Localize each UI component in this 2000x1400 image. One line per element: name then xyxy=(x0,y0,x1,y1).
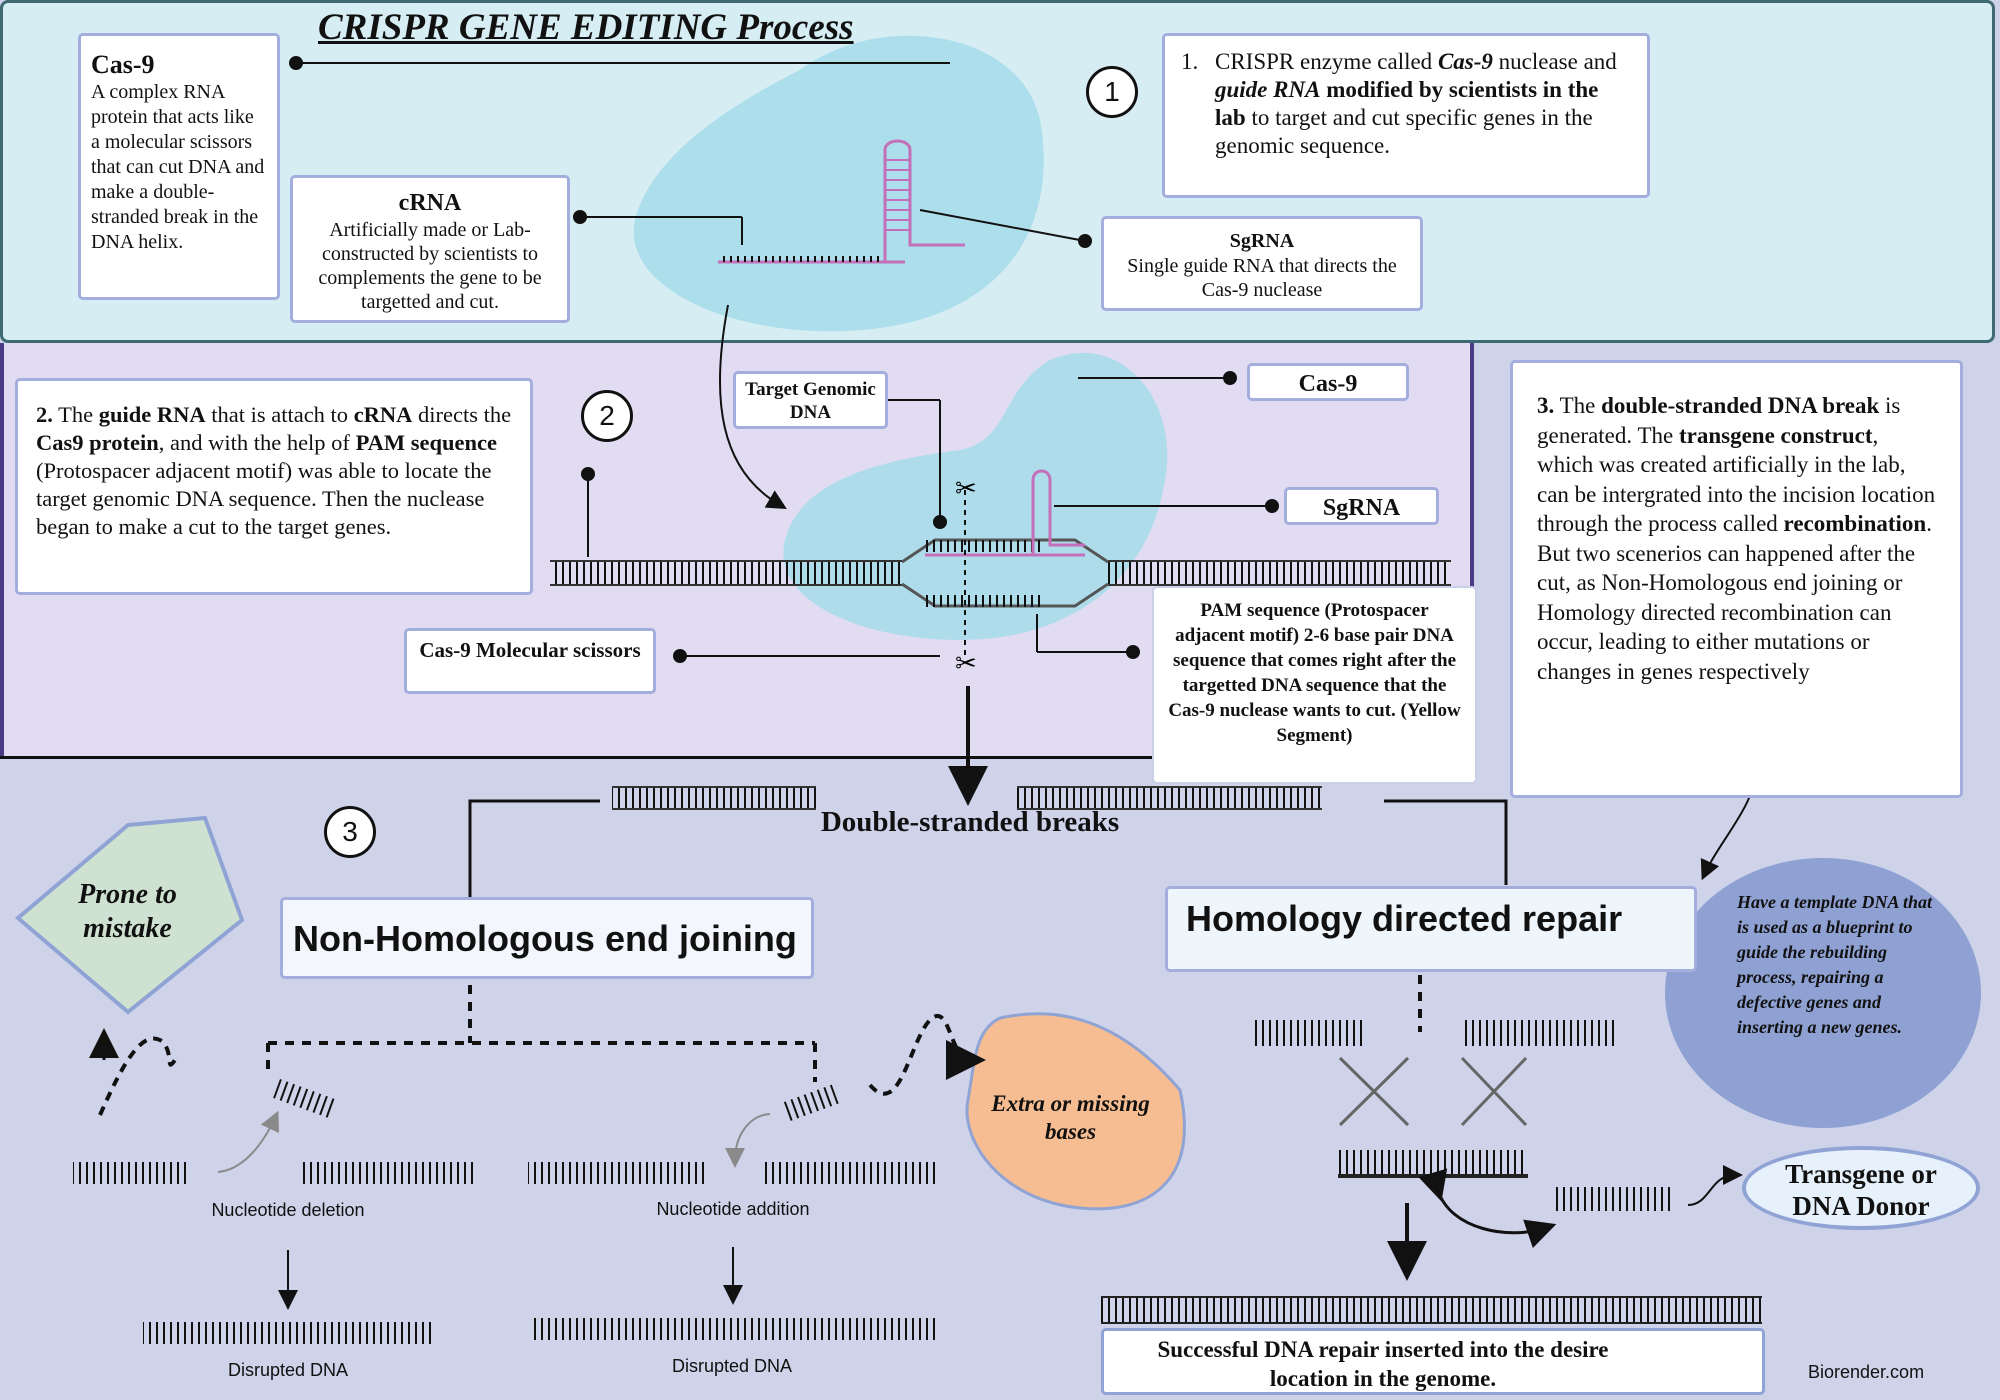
hairpin-rungs-1 xyxy=(886,159,909,231)
step2-part3: directs the xyxy=(412,402,512,427)
step2-description: 2. The guide RNA that is attach to cRNA … xyxy=(15,378,533,595)
transgene-ellipse: Transgene or DNA Donor xyxy=(1742,1146,1980,1230)
cas9-card-heading: Cas-9 xyxy=(91,50,155,79)
sgrna-card-heading: SgRNA xyxy=(1229,230,1295,252)
sgrna-card: SgRNA Single guide RNA that directs the … xyxy=(1101,216,1423,311)
divider-line xyxy=(0,756,1476,759)
disrupted-dna-label-1: Disrupted DNA xyxy=(227,1360,349,1380)
deletion-label: Nucleotide deletion xyxy=(211,1200,365,1220)
step1-description: 1. CRISPR enzyme called Cas-9 nuclease a… xyxy=(1162,33,1650,198)
step1-guide: guide RNA xyxy=(1215,77,1321,102)
step1-modified: modified by scientists in the lab xyxy=(1215,77,1599,130)
template-label: Have a template DNA that is used as a bl… xyxy=(1737,892,1932,1037)
dsb-left xyxy=(612,786,816,810)
step1-cas9: Cas-9 xyxy=(1437,49,1493,74)
step3-part1: The xyxy=(1554,393,1602,418)
pam-description: PAM sequence (Protospacer adjacent motif… xyxy=(1152,586,1477,784)
biorender-credit: Biorender.com xyxy=(1808,1362,1925,1382)
step-1-badge: 1 xyxy=(1086,66,1138,118)
pam-yellow xyxy=(1015,540,1045,607)
step2-part1: The xyxy=(52,402,99,427)
step1-part3: to target and cut specific genes in the … xyxy=(1215,105,1593,158)
step2-guide: guide RNA xyxy=(98,402,206,427)
step3-part4: . But two scenerios can happened after t… xyxy=(1537,511,1932,684)
dsb-right xyxy=(1017,786,1322,810)
hdr-heading: Homology directed repair xyxy=(1165,886,1697,972)
sgrna-hairpin-2 xyxy=(925,469,1085,557)
cas9-card: Cas-9 A complex RNA protein that acts li… xyxy=(78,33,280,300)
step3-dsb: double-stranded DNA break xyxy=(1601,393,1880,418)
cas9-card-body: A complex RNA protein that acts like a m… xyxy=(91,81,265,253)
scissors-icon-bottom: ✂ xyxy=(955,649,977,679)
scissors-icon-top: ✂ xyxy=(955,474,977,504)
step3-part2: is generated. The xyxy=(1537,393,1901,448)
step2-part5: (Protospacer adjacent motif) was able to… xyxy=(36,458,492,539)
step3-part3: , which was created artificially in the … xyxy=(1537,422,1936,537)
step2-crna: cRNA xyxy=(353,402,413,427)
cas9-protein-blob-1 xyxy=(633,35,1044,332)
nhej-heading: Non-Homologous end joining xyxy=(280,897,814,979)
sgrna-card-body: Single guide RNA that directs the Cas-9 … xyxy=(1127,255,1397,301)
prone-pentagon xyxy=(14,815,245,1015)
step2-number: 2. xyxy=(36,402,53,427)
scissors-label: Cas-9 Molecular scissors xyxy=(404,628,656,694)
success-description: Successful DNA repair inserted into the … xyxy=(1101,1328,1765,1395)
dsb-label: Double-stranded breaks xyxy=(820,806,1120,838)
template-circle xyxy=(1665,858,1981,1128)
target-dna-red xyxy=(925,540,1015,607)
page-title: CRISPR GENE EDITING Process xyxy=(318,7,854,48)
addition-label: Nucleotide addition xyxy=(656,1199,810,1219)
step2-part2: that is attach to xyxy=(205,402,354,427)
sgrna-label: SgRNA xyxy=(1284,487,1439,525)
step3-number: 3. xyxy=(1537,393,1555,418)
crna-rungs-1 xyxy=(720,256,880,262)
step1-part2: nuclease and xyxy=(1492,49,1617,74)
extra-bases-label: Extra or missing bases xyxy=(991,1091,1150,1144)
step2-part4: , and with the help of xyxy=(158,430,356,455)
step3-transgene: transgene construct xyxy=(1678,422,1873,448)
target-dna-label: Target Genomic DNA xyxy=(733,371,888,429)
crna-card: cRNA Artificially made or Lab-constructe… xyxy=(290,175,570,323)
step-2-badge: 2 xyxy=(581,390,633,442)
cas9-label: Cas-9 xyxy=(1247,363,1409,401)
crna-card-heading: cRNA xyxy=(398,190,462,216)
step2-pam: PAM sequence xyxy=(355,430,497,455)
step2-cas9: Cas9 protein xyxy=(36,430,159,455)
step3-description: 3. The double-stranded DNA break is gene… xyxy=(1510,360,1963,798)
step3-recomb: recombination xyxy=(1783,511,1927,536)
disrupted-dna-label-2: Disrupted DNA xyxy=(671,1356,793,1376)
step1-number: 1. xyxy=(1181,49,1199,74)
step1-part1: CRISPR enzyme called xyxy=(1215,49,1438,74)
genomic-dna-strand xyxy=(550,560,1451,586)
step-3-badge: 3 xyxy=(324,806,376,858)
extra-bases-blob xyxy=(965,1012,1186,1211)
dsb-pam xyxy=(1017,788,1059,808)
prone-label: Prone to mistake xyxy=(78,879,177,944)
crna-card-body: Artificially made or Lab-constructed by … xyxy=(318,219,542,313)
